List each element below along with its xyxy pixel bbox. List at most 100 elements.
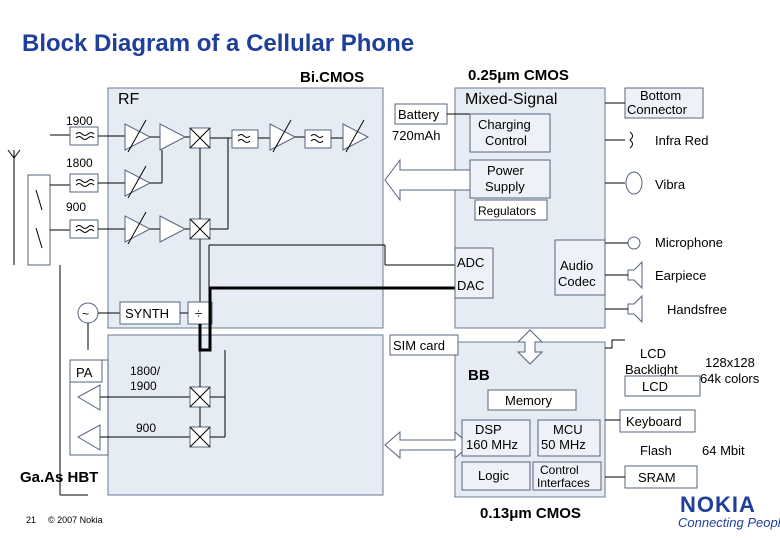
adc-label: ADC — [457, 255, 484, 270]
bottom-label: Bottom — [640, 88, 681, 103]
regulators-block — [474, 199, 548, 221]
mixer-icon — [189, 127, 211, 149]
bottom-connector-block — [624, 87, 704, 119]
divider-symbol: ÷ — [195, 306, 202, 321]
control-interfaces-label-2: Interfaces — [537, 476, 590, 490]
flash-label: Flash — [640, 443, 672, 458]
amplifier-icon — [159, 215, 187, 243]
synth-label: SYNTH — [125, 306, 169, 321]
cmos013-label: 0.13μm CMOS — [480, 505, 581, 522]
antenna-icon — [7, 149, 21, 265]
control-interfaces-label-1: Control — [540, 463, 579, 477]
infra-red-label: Infra Red — [655, 133, 708, 148]
vga-amplifier-icon — [269, 119, 297, 153]
band-900-label: 900 — [66, 200, 86, 214]
mixed-signal-label: Mixed-Signal — [465, 91, 557, 108]
microphone-icon — [627, 236, 641, 250]
audio-label: Audio — [560, 258, 593, 273]
power-label: Power — [487, 163, 525, 178]
sim-card-label: SIM card — [393, 338, 445, 353]
earpiece-speaker-icon — [627, 260, 643, 290]
pa-band-900-label: 900 — [136, 421, 156, 435]
sim-card-box — [389, 334, 459, 356]
handsfree-speaker-icon — [627, 294, 643, 324]
control-label: Control — [485, 133, 527, 148]
lowpass-filter-icon — [231, 129, 259, 149]
mixer-icon — [189, 426, 211, 448]
lcd-backlight-label-2: Backlight — [625, 362, 678, 377]
lcd-box — [624, 375, 701, 397]
codec-label: Codec — [558, 274, 596, 289]
bb-label: BB — [468, 367, 490, 384]
keyboard-box — [619, 409, 696, 433]
charging-control-block — [469, 113, 551, 153]
lcd-colors: 64k colors — [700, 371, 760, 386]
vco-symbol: ~ — [82, 307, 89, 321]
antenna-switch — [27, 174, 51, 266]
dac-label: DAC — [457, 278, 484, 293]
lcd-label: LCD — [642, 379, 668, 394]
handsfree-label: Handsfree — [667, 302, 727, 317]
vga-amplifier-icon — [342, 119, 370, 153]
charging-label: Charging — [478, 117, 531, 132]
bandpass-filter-icon — [69, 219, 99, 239]
supply-label: Supply — [485, 179, 525, 194]
connector-label: Connector — [627, 102, 688, 117]
power-distribution-arrow — [384, 158, 471, 202]
flash-size: 64 Mbit — [702, 443, 745, 458]
regulators-label: Regulators — [478, 204, 536, 218]
switch-contact-icon — [35, 189, 43, 211]
gaas-pa-block — [107, 334, 384, 496]
page-number: 21 — [26, 515, 36, 525]
dsp-speed: 160 MHz — [466, 437, 518, 452]
pa-label-box — [69, 359, 103, 383]
pa-band-1800-label: 1800/ — [130, 364, 161, 378]
mcu-label: MCU — [553, 422, 583, 437]
bidirectional-arrow — [516, 329, 544, 365]
keyboard-label: Keyboard — [626, 414, 682, 429]
rf-label: RF — [118, 91, 140, 108]
control-bus-line — [198, 286, 455, 352]
memory-block — [487, 389, 577, 411]
audio-codec-block — [554, 239, 606, 296]
mixer-icon — [189, 386, 211, 408]
switch-contact-icon — [35, 227, 43, 249]
bicmos-rf-block — [107, 87, 384, 329]
battery-label: Battery — [398, 107, 440, 122]
pa-label: PA — [76, 365, 93, 380]
band-1900-label: 1900 — [66, 114, 93, 128]
adc-dac-block — [454, 247, 494, 299]
memory-label: Memory — [505, 393, 552, 408]
vibra-motor-icon — [625, 171, 643, 195]
mcu-block — [537, 419, 601, 457]
lna-amplifier-icon — [124, 165, 152, 199]
dsp-block — [461, 419, 531, 457]
vibra-label: Vibra — [655, 177, 686, 192]
amplifier-icon — [159, 123, 187, 151]
gaas-label: Ga.As HBT — [20, 469, 98, 486]
nokia-logo: NOKIA — [680, 492, 756, 517]
bidirectional-arrow — [384, 430, 471, 460]
page-title: Block Diagram of a Cellular Phone — [22, 30, 415, 57]
band-1800-label: 1800 — [66, 156, 93, 170]
mixer-icon — [189, 218, 211, 240]
control-interfaces-block — [532, 461, 602, 491]
bicmos-label: Bi.CMOS — [300, 69, 364, 86]
lcd-backlight-label-1: LCD — [640, 346, 666, 361]
nokia-tagline: Connecting People — [678, 515, 780, 530]
logic-block — [461, 461, 531, 491]
lna-amplifier-icon — [124, 211, 152, 245]
earpiece-label: Earpiece — [655, 268, 706, 283]
battery-capacity: 720mAh — [392, 128, 440, 143]
logic-label: Logic — [478, 468, 510, 483]
pa-band-1900-label: 1900 — [130, 379, 157, 393]
bandpass-filter-icon — [69, 126, 99, 146]
sram-label: SRAM — [638, 470, 676, 485]
microphone-label: Microphone — [655, 235, 723, 250]
cmos025-label: 0.25μm CMOS — [468, 67, 569, 84]
copyright: © 2007 Nokia — [48, 515, 103, 525]
mcu-speed: 50 MHz — [541, 437, 586, 452]
infra-red-icon — [629, 131, 633, 149]
lna-amplifier-icon — [124, 119, 152, 153]
